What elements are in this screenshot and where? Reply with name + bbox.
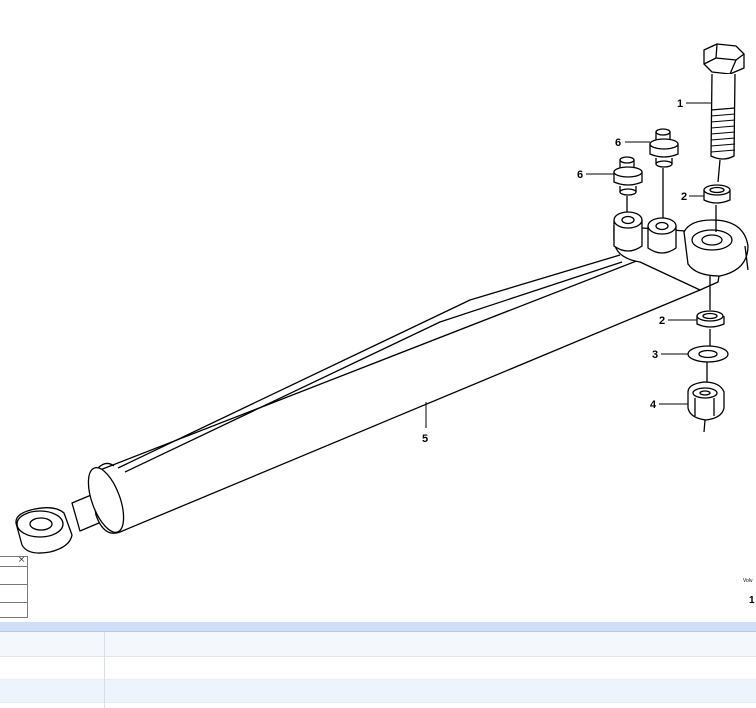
bushing-upper	[703, 184, 731, 232]
callout-3: 3	[652, 349, 658, 361]
fitting-left	[613, 156, 643, 212]
hydraulic-cylinder	[15, 225, 723, 554]
mini-panel-row[interactable]	[0, 566, 27, 584]
callout-6-left: 6	[577, 169, 583, 181]
head-eye	[683, 219, 749, 277]
table-toolbar	[0, 622, 756, 632]
mini-floating-panel: ×	[0, 556, 28, 618]
bushing-lower	[696, 276, 725, 346]
illustration-code: 1	[749, 595, 755, 606]
table-row[interactable]	[0, 680, 756, 703]
column-divider	[104, 632, 105, 708]
callout-2-upper: 2	[681, 191, 687, 203]
bolt	[703, 43, 745, 183]
washer	[687, 345, 729, 386]
port-boss-right	[647, 217, 677, 254]
brand-mark: Volv	[743, 578, 753, 584]
mini-panel-row[interactable]	[0, 584, 27, 602]
parts-table	[0, 622, 756, 708]
callout-4: 4	[650, 399, 657, 411]
parts-diagram: 1 2 2 3 4 5 6 6 Volv 1 ×	[0, 43, 755, 618]
lock-nut	[687, 381, 725, 433]
callout-2-lower: 2	[659, 315, 665, 327]
port-boss-left	[613, 211, 643, 252]
callout-5: 5	[422, 433, 428, 445]
callout-6-right: 6	[615, 137, 621, 149]
mini-panel-row[interactable]	[0, 602, 27, 620]
table-header-row	[0, 632, 756, 657]
callout-1: 1	[677, 98, 683, 110]
close-icon[interactable]: ×	[17, 555, 26, 565]
table-row[interactable]	[0, 657, 756, 680]
fitting-right	[649, 128, 679, 218]
